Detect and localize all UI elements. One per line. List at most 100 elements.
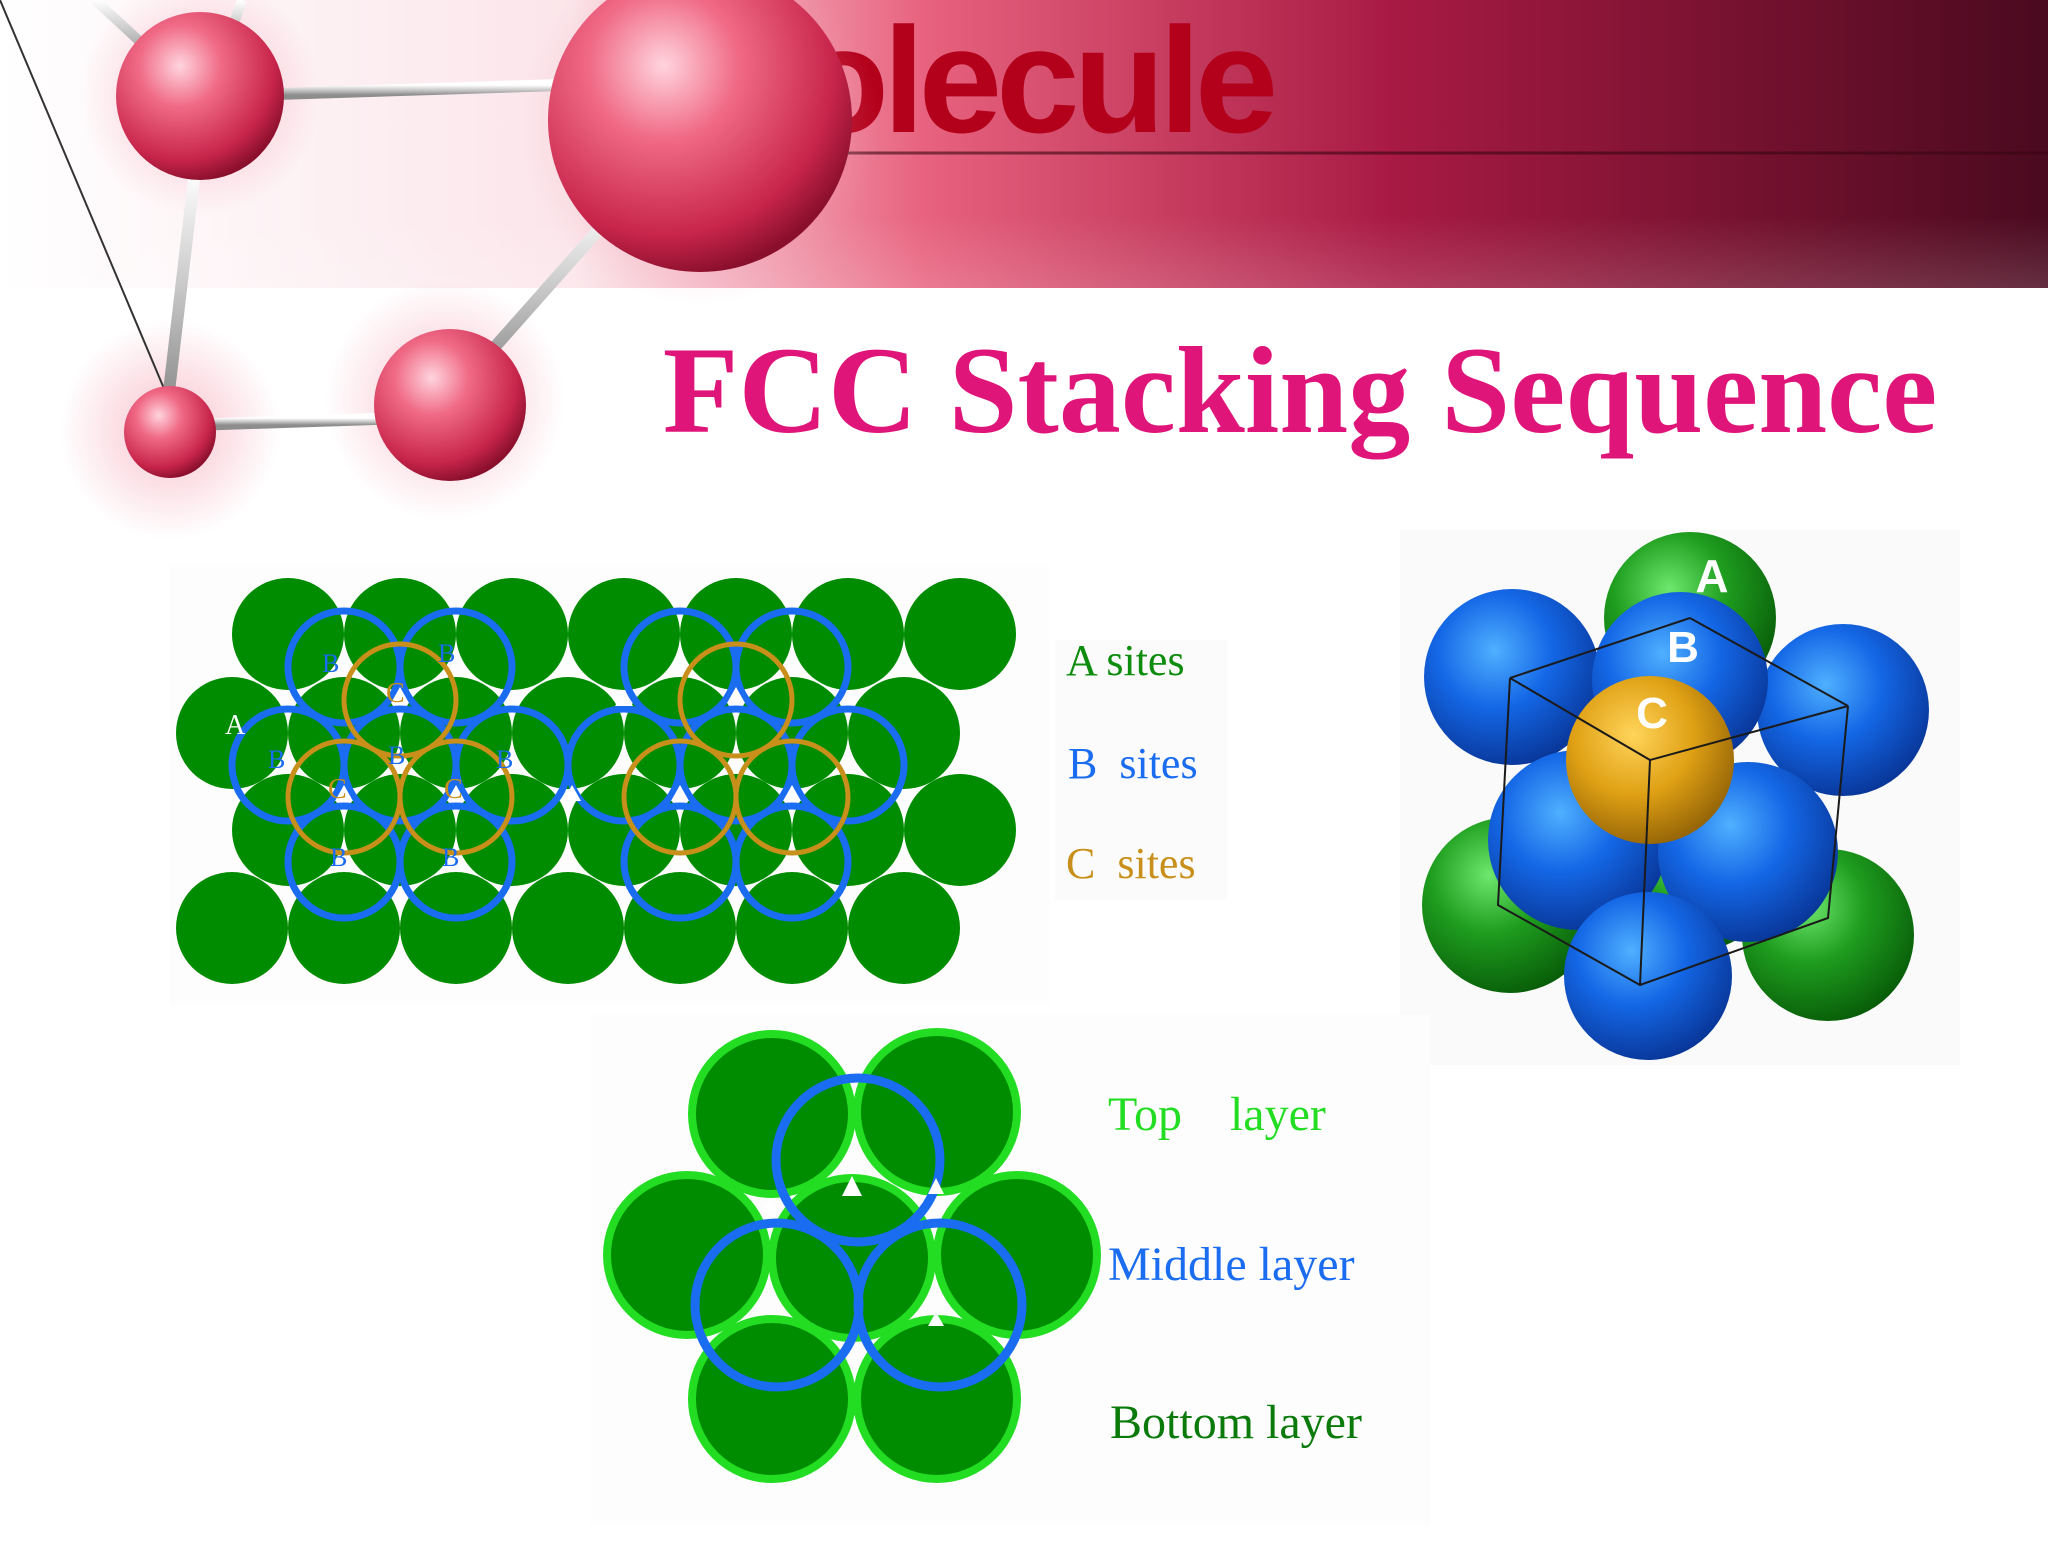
banner-fade [0,0,2048,288]
b-site-ring [732,802,852,922]
site-legend: A sites B sites C sites [1055,636,1227,900]
a-site-atom [736,872,848,984]
b-site-rings [228,607,908,922]
void-triangle [727,687,745,703]
site-label-b-7: B [442,843,459,872]
a-site-atom [176,677,288,789]
a-site-atom [792,774,904,886]
b-site-ring [732,607,852,727]
void-triangle [391,687,409,703]
layer-atom [853,1315,1021,1483]
a-site-atom [456,774,568,886]
site-label-b-3: B [268,745,285,774]
a-site-atom [848,872,960,984]
middle-ring-top [771,1073,945,1247]
bond-2 [162,169,201,401]
a-site-atom [904,578,1016,690]
a-site-atom [568,774,680,886]
unit-cell-wireframe [1496,617,1849,987]
void-triangle [447,785,465,801]
a-site-atom [232,774,344,886]
a-site-atom [344,578,456,690]
a-site-atom [288,677,400,789]
a-site-atom [288,872,400,984]
b-site-ring [788,705,908,825]
header-banner: molecule [0,0,2048,288]
layer-void-triangles [762,1176,944,1326]
layer-atom [688,1030,856,1198]
a-site-atom [456,578,568,690]
sphere-label-b: B [1667,623,1699,672]
void-triangles [335,687,801,801]
layer-atom [688,1315,856,1483]
bottom-layer-atoms [603,1028,1101,1483]
a-site-atom [400,872,512,984]
void-triangle [671,785,689,801]
a-site-atom [176,872,288,984]
b-site-ring [396,607,516,727]
a-site-atom [624,872,736,984]
site-label-a: A [225,710,246,741]
sphere-label-c: C [1636,689,1668,738]
atom-1 [116,12,284,180]
legend-b-sites: B sites [1068,739,1198,788]
a-site-atom [904,774,1016,886]
site-label-b-1: B [322,649,339,678]
thin-bond-1 [0,0,169,399]
site-label-b-6: B [330,843,347,872]
site-diagram: A B B B B B B B C C C [170,565,1050,1005]
a-site-atom [232,578,344,690]
a-site-atom [680,774,792,886]
legend-top-layer: Top layer [1108,1088,1326,1141]
bond-3 [191,412,406,431]
void-triangle [563,785,581,801]
layer-atom [933,1171,1101,1339]
a-site-atom [400,677,512,789]
a-site-atom [736,677,848,789]
layer-diagram [590,1015,1430,1525]
molecule-graphic [0,0,880,540]
legend-middle-layer: Middle layer [1108,1238,1355,1291]
sphere-b-bottom [1564,892,1732,1060]
atom-3 [374,329,526,481]
site-label-b-5: B [496,745,513,774]
a-site-atom [568,578,680,690]
page-title: FCC Stacking Sequence [663,322,1938,460]
void-triangle [335,785,353,801]
site-label-b-2: B [438,639,455,668]
sphere-b-right [1757,624,1929,796]
layer-atom [603,1171,771,1339]
a-site-atom [344,774,456,886]
site-label-c-2: C [328,774,347,805]
site-label-c-1: C [386,678,405,709]
layer-legend: Top layer Middle layer Bottom layer [1108,1088,1362,1449]
a-site-atom [792,578,904,690]
site-labels: A B B B B B B B C C C [225,639,513,872]
a-site-atom [512,677,624,789]
c-site-ring [341,641,459,759]
site-label-b-4: B [388,741,405,770]
void-triangle [783,785,801,801]
c-site-ring [397,738,515,856]
bond-1 [244,79,561,101]
b-site-ring [396,802,516,922]
a-site-atom [512,872,624,984]
site-label-c-3: C [444,774,463,805]
c-site-ring [733,738,851,856]
atom-4 [124,386,216,478]
middle-ring-right [853,1218,1027,1392]
c-site-ring [677,641,795,759]
legend-bottom-layer: Bottom layer [1110,1396,1362,1449]
a-site-atoms [176,578,1016,984]
a-site-atom [848,677,960,789]
atom-2 [548,0,852,272]
c-site-rings [285,641,851,856]
void-triangle [615,690,633,706]
a-site-atom [680,578,792,690]
legend-a-sites: A sites [1066,636,1185,685]
sphere-label-a: A [1695,550,1728,602]
layer-atom [768,1174,936,1342]
sphere-model: A B C [1400,530,1960,1065]
